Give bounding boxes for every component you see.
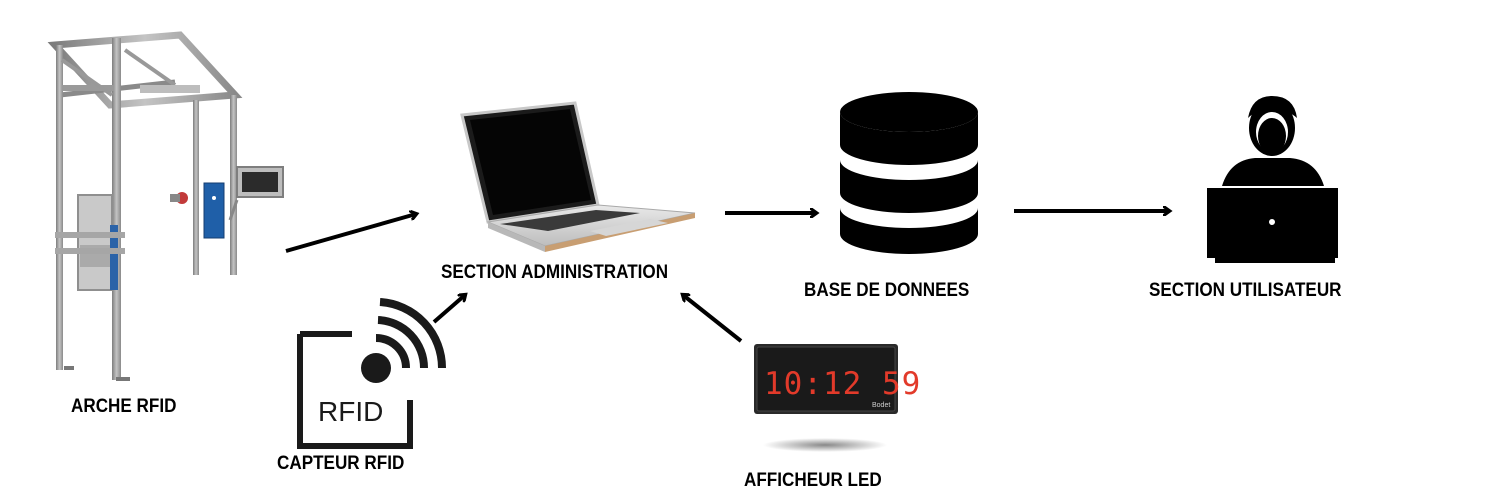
led-brand-text: Bodet [872,402,890,409]
label-capteur-rfid: CAPTEUR RFID [277,453,405,474]
arrow-arch-to-admin [285,214,416,253]
led-display-time: 10:12 59 [764,366,921,402]
label-arche-rfid: ARCHE RFID [71,396,177,417]
label-section-administration: SECTION ADMINISTRATION [441,262,669,283]
database-icon [840,92,978,254]
rfid-arch-image [47,31,284,381]
rfid-sensor-icon: RFID [297,298,447,449]
arrows [285,211,1169,343]
arrow-led-to-admin [683,295,743,343]
label-afficheur-led: AFFICHEUR LED [744,470,882,491]
admin-laptop-image [460,101,696,252]
rfid-icon-text: RFID [318,396,383,427]
led-display-image: 10:12 59 Bodet [754,344,921,452]
label-base-de-donnees: BASE DE DONNEES [804,280,970,301]
label-section-utilisateur: SECTION UTILISATEUR [1149,280,1342,301]
user-laptop-icon [1207,96,1338,263]
arrow-sensor-to-admin [432,295,465,324]
